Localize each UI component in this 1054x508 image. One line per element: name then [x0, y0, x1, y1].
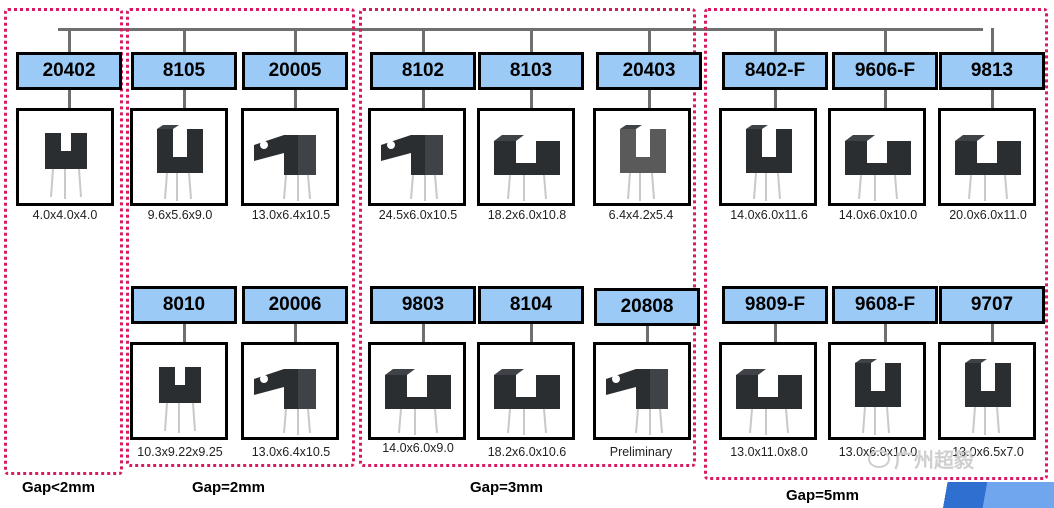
dimensions-9813: 20.0x6.0x11.0: [949, 208, 1027, 222]
model-label-8105: 8105: [131, 52, 237, 90]
label-photo-connector: [648, 90, 651, 108]
model-label-20005: 20005: [242, 52, 348, 90]
dimensions-8010: 10.3x9.22x9.25: [137, 445, 223, 459]
sensor-photo-20808: [593, 342, 691, 440]
dimensions-9803: 14.0x6.0x9.0: [382, 441, 454, 455]
wechat-icon: [868, 449, 890, 468]
label-photo-connector: [884, 324, 887, 342]
group-label-gap-5mm: Gap=5mm: [786, 487, 859, 504]
dimensions-8102: 24.5x6.0x10.5: [378, 208, 458, 222]
group-frame-gap-3mm: [359, 8, 696, 467]
dimensions-8104: 18.2x6.0x10.6: [487, 445, 567, 459]
model-label-8010: 8010: [131, 286, 237, 324]
sensor-photo-20005: [241, 108, 339, 206]
tree-connector: [294, 28, 297, 52]
dimensions-8103: 18.2x6.0x10.8: [487, 208, 567, 222]
sensor-photo-9608-f: [828, 342, 926, 440]
model-label-8104: 8104: [478, 286, 584, 324]
model-label-9803: 9803: [370, 286, 476, 324]
group-frame-gap-2mm: [126, 8, 355, 467]
dimensions-20808: Preliminary: [609, 445, 673, 459]
model-label-9809-f: 9809-F: [722, 286, 828, 324]
model-label-9606-f: 9606-F: [832, 52, 938, 90]
label-photo-connector: [530, 90, 533, 108]
sensor-photo-8402-f: [719, 108, 817, 206]
sensor-photo-8105: [130, 108, 228, 206]
dimensions-8402-f: 14.0x6.0x11.6: [730, 208, 808, 222]
model-label-8402-f: 8402-F: [722, 52, 828, 90]
sensor-photo-20403: [593, 108, 691, 206]
tree-connector: [530, 28, 533, 52]
dimensions-9606-f: 14.0x6.0x10.0: [838, 208, 918, 222]
model-label-9707: 9707: [939, 286, 1045, 324]
sensor-photo-9707: [938, 342, 1036, 440]
tree-connector: [648, 28, 651, 52]
model-label-8103: 8103: [478, 52, 584, 90]
group-label-gap-lt-2mm: Gap<2mm: [22, 479, 95, 496]
sensor-photo-20402: [16, 108, 114, 206]
label-photo-connector: [774, 90, 777, 108]
tree-connector: [58, 28, 983, 31]
label-photo-connector: [183, 90, 186, 108]
label-photo-connector: [294, 90, 297, 108]
model-label-20402: 20402: [16, 52, 122, 90]
dimensions-9809-f: 13.0x11.0x8.0: [730, 445, 808, 459]
label-photo-connector: [422, 90, 425, 108]
tree-connector: [183, 28, 186, 52]
model-label-8102: 8102: [370, 52, 476, 90]
tree-connector: [884, 28, 887, 52]
sensor-photo-8104: [477, 342, 575, 440]
label-photo-connector: [183, 324, 186, 342]
group-label-gap-3mm: Gap=3mm: [470, 479, 543, 496]
sensor-photo-9809-f: [719, 342, 817, 440]
model-label-20808: 20808: [594, 288, 700, 326]
dimensions-20403: 6.4x4.2x5.4: [608, 208, 674, 222]
label-photo-connector: [991, 90, 994, 108]
tree-connector: [422, 28, 425, 52]
sensor-photo-8103: [477, 108, 575, 206]
label-photo-connector: [294, 324, 297, 342]
label-photo-connector: [991, 324, 994, 342]
label-photo-connector: [422, 324, 425, 342]
watermark-text: 广州超毅: [894, 450, 974, 472]
group-frame-gap-lt-2mm: [4, 8, 123, 475]
label-photo-connector: [646, 326, 649, 342]
label-photo-connector: [530, 324, 533, 342]
model-label-9813: 9813: [939, 52, 1045, 90]
dimensions-20005: 13.0x6.4x10.5: [251, 208, 331, 222]
model-label-20006: 20006: [242, 286, 348, 324]
dimensions-20006: 13.0x6.4x10.5: [251, 445, 331, 459]
tree-connector: [991, 28, 994, 52]
group-label-gap-2mm: Gap=2mm: [192, 479, 265, 496]
label-photo-connector: [884, 90, 887, 108]
sensor-photo-8010: [130, 342, 228, 440]
sensor-photo-9803: [368, 342, 466, 440]
sensor-photo-8102: [368, 108, 466, 206]
sensor-photo-20006: [241, 342, 339, 440]
dimensions-8105: 9.6x5.6x9.0: [147, 208, 213, 222]
label-photo-connector: [68, 90, 71, 108]
dimensions-20402: 4.0x4.0x4.0: [32, 208, 98, 222]
group-frame-gap-5mm: [704, 8, 1048, 480]
tree-connector: [774, 28, 777, 52]
tree-connector: [68, 28, 71, 52]
watermark: 广州超毅: [868, 444, 974, 473]
sensor-photo-9606-f: [828, 108, 926, 206]
model-label-9608-f: 9608-F: [832, 286, 938, 324]
dimensions-9707: 13.0x6.5x7.0: [952, 445, 1024, 459]
sensor-photo-9813: [938, 108, 1036, 206]
model-label-20403: 20403: [596, 52, 702, 90]
corner-stripe: [900, 482, 1054, 508]
label-photo-connector: [774, 324, 777, 342]
